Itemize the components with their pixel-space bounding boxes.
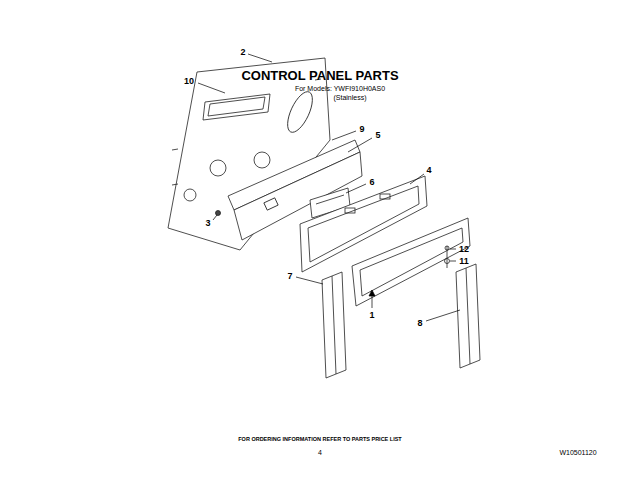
leader-line xyxy=(426,310,460,321)
callout-number: 6 xyxy=(369,178,374,187)
frame-tab xyxy=(345,208,355,213)
callout-number: 7 xyxy=(287,272,292,281)
panel-vent xyxy=(172,149,178,150)
leader-line xyxy=(198,83,225,93)
leader-line xyxy=(410,174,424,184)
end-cap-edge xyxy=(466,268,470,364)
diagram-title: CONTROL PANEL PARTS xyxy=(241,69,398,82)
leader-line xyxy=(213,215,217,220)
knob-hole xyxy=(254,152,270,168)
leader-line xyxy=(450,249,456,250)
front-trim xyxy=(352,218,470,306)
footer-note: FOR ORDERING INFORMATION REFER TO PARTS … xyxy=(238,437,401,443)
document-number: W10501120 xyxy=(559,449,596,456)
callout-number: 5 xyxy=(375,131,380,140)
leader-line xyxy=(450,261,456,262)
screw xyxy=(216,211,221,216)
display-window xyxy=(203,94,270,120)
callout-number: 4 xyxy=(426,166,431,175)
callout-number: 1 xyxy=(369,311,374,320)
leader-line xyxy=(348,138,372,152)
front-trim-inner xyxy=(360,228,463,296)
callout-number: 2 xyxy=(240,48,245,57)
leader-lines xyxy=(198,54,460,321)
callout-number: 9 xyxy=(359,125,364,134)
arrow-head xyxy=(369,290,375,296)
callout-number: 11 xyxy=(459,257,469,266)
callout-number: 10 xyxy=(184,77,194,86)
panel-slot xyxy=(283,88,318,135)
end-cap-edge xyxy=(332,276,336,374)
callout-number: 8 xyxy=(417,319,422,328)
end-cap xyxy=(322,272,346,378)
leader-line xyxy=(346,184,366,193)
frame-tab xyxy=(380,194,390,199)
callout-number: 3 xyxy=(205,219,210,228)
model-line: For Models: YWFI910H0AS0 xyxy=(295,85,385,92)
bracket-slot xyxy=(264,198,278,210)
leader-line xyxy=(248,54,272,62)
panel-vent xyxy=(172,184,178,185)
knob-hole xyxy=(210,160,226,176)
end-cap xyxy=(456,264,480,368)
page-number: 4 xyxy=(318,449,322,456)
finish-note: (Stainless) xyxy=(333,94,366,101)
module-detail xyxy=(316,195,344,204)
leader-line xyxy=(332,131,356,140)
washer xyxy=(445,259,450,264)
callout-number: 12 xyxy=(459,245,469,254)
knob-hole xyxy=(184,189,196,201)
display-window-inner xyxy=(208,97,265,116)
leader-line xyxy=(296,277,323,284)
screw-body xyxy=(447,246,448,268)
screw-head xyxy=(445,246,449,250)
